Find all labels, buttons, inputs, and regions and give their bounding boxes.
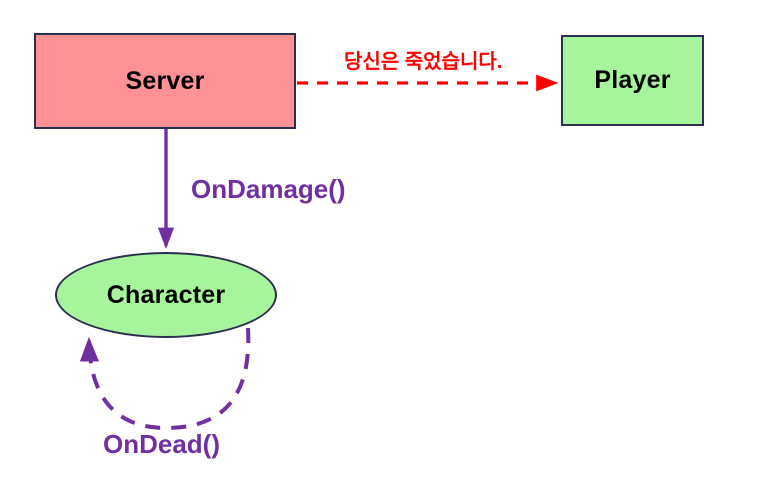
edge-label-on-dead: OnDead() [103,429,220,459]
node-character-label: Character [106,280,226,309]
node-player[interactable]: Player [561,35,704,126]
node-server[interactable]: Server [34,33,296,129]
edge-label-on-damage: OnDamage() [191,174,346,204]
node-character[interactable]: Character [55,252,277,338]
node-server-label: Server [125,66,205,95]
connector-character-self-loop [79,327,251,431]
edge-label-server-to-player: 당신은 죽었습니다. [344,51,503,73]
node-player-label: Player [594,66,671,94]
